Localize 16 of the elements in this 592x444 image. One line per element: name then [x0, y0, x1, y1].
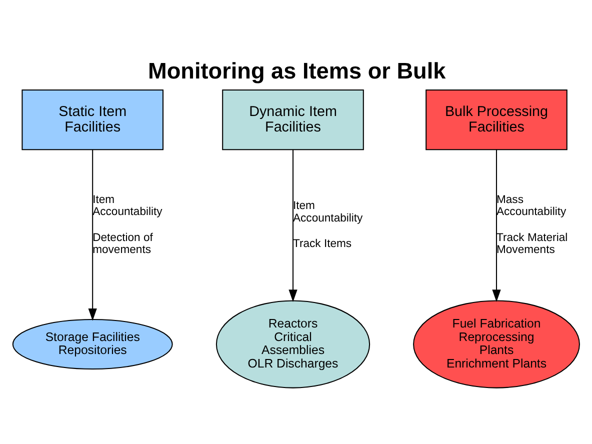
node-box: Bulk Processing Facilities [426, 88, 568, 150]
edge-label: Item Accountability [293, 200, 363, 224]
node-box: Dynamic Item Facilities [222, 88, 364, 150]
arrow [88, 149, 97, 320]
edge-label: Mass Accountability [496, 193, 566, 218]
diagram-title: Monitoring as Items or Bulk [148, 58, 446, 83]
edge-label: Detection of movements [92, 231, 153, 256]
arrow [492, 149, 501, 302]
node-box: Static Item Facilities [22, 88, 164, 150]
edge-label: Track Items [293, 238, 352, 250]
node-ellipse: Storage Facilities Repositories [12, 318, 173, 370]
node-ellipse: Reactors Critical Assemblies OLR Discharges [216, 300, 370, 388]
node-ellipse: Fuel Fabrication Reprocessing Plants Enrichment Plants [413, 300, 580, 388]
arrow [288, 149, 298, 302]
edge-label: Track Material Movements [496, 231, 568, 256]
edge-label: Item Accountability [92, 193, 162, 218]
